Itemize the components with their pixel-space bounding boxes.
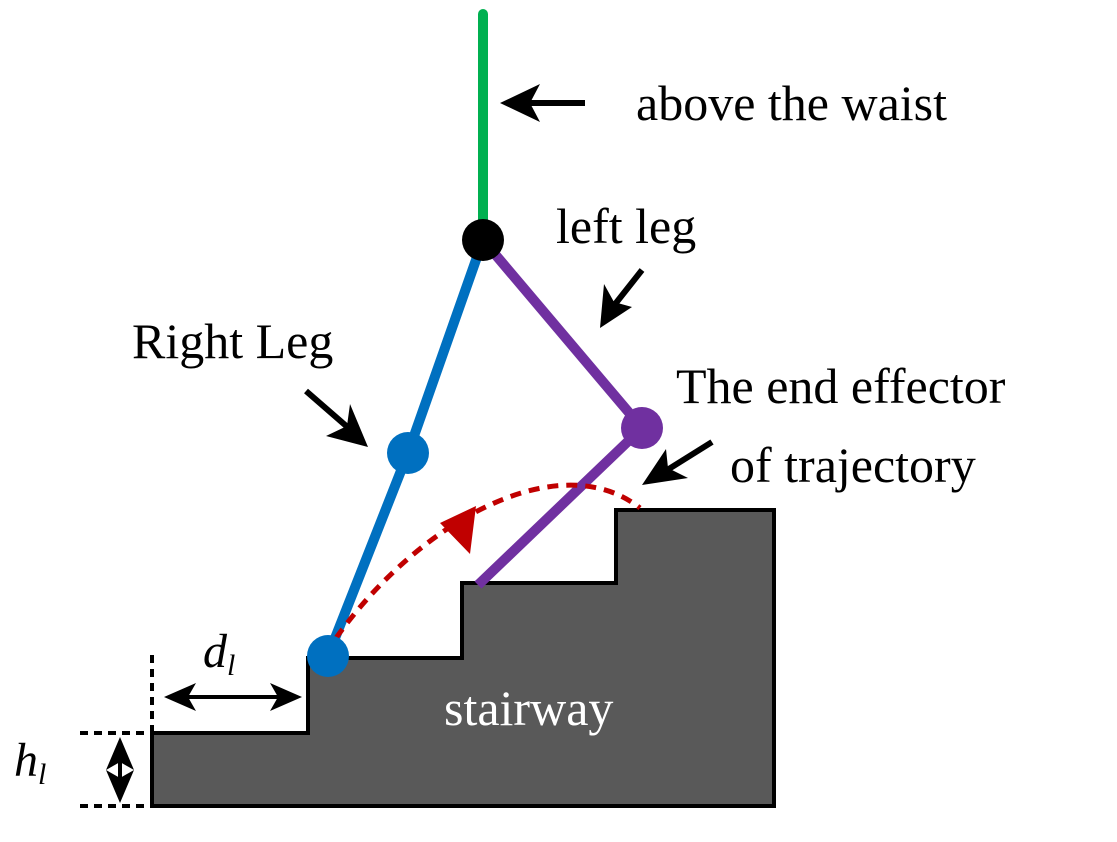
right-leg-label: Right Leg [132, 313, 333, 369]
left-leg-shank [474, 424, 646, 589]
d-dimension-arrow [164, 683, 302, 711]
above-waist-pointer-arrow [500, 84, 585, 122]
end-effector-pointer-arrow [642, 439, 714, 485]
right-leg-thigh [403, 238, 488, 455]
d-subscript: l [227, 649, 235, 682]
h-dimension-label: hl [14, 734, 46, 791]
stairway-block [150, 508, 776, 808]
left-knee-joint [621, 407, 663, 449]
above-waist-label: above the waist [636, 75, 947, 131]
left-leg-pointer-arrow [600, 268, 645, 328]
left-leg-label: left leg [556, 198, 696, 254]
end-effector-label-line2: of trajectory [730, 437, 976, 493]
d-symbol: d [203, 625, 228, 678]
hip-joint [462, 219, 504, 261]
h-subscript: l [38, 758, 46, 791]
h-symbol: h [14, 734, 38, 787]
h-dimension-arrow [106, 737, 134, 803]
stairway-label: stairway [444, 680, 613, 736]
foot-trajectory-curve [333, 482, 642, 640]
right-knee-joint [387, 432, 429, 474]
left-leg-thigh [479, 236, 646, 432]
right-leg-pointer-arrow [304, 388, 368, 447]
d-dimension-label: dl [203, 625, 235, 682]
end-effector-label-line1: The end effector [676, 358, 1006, 414]
trajectory-direction-arrow [440, 506, 476, 554]
right-foot-joint [307, 635, 349, 677]
right-leg-shank [323, 451, 413, 658]
